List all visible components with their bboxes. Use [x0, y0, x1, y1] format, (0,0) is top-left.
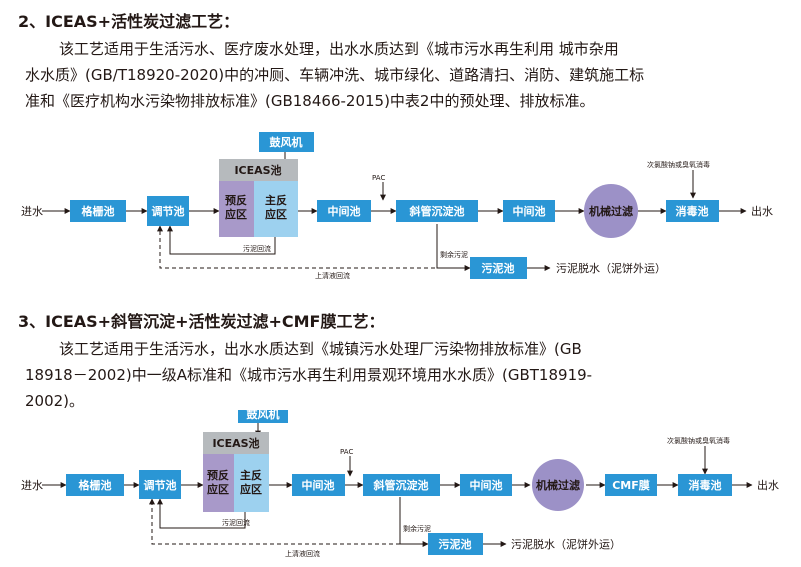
- arrow-sludge-return: [157, 498, 246, 529]
- box-settling: [396, 200, 478, 222]
- box-intermediate-1: [292, 474, 345, 496]
- box-pre-reaction-line-2: 应区: [225, 207, 247, 221]
- arrow-supernatant-return: [149, 498, 428, 545]
- arrow-residual-sludge: [399, 497, 429, 547]
- box-disinfection-label: 消毒池: [676, 204, 709, 218]
- box-intermediate-1-label: 中间池: [328, 204, 361, 218]
- circle-mechanical-filter: [584, 184, 638, 238]
- box-intermediate-2: [460, 474, 512, 496]
- label-supernatant-return: 上清液回流: [315, 271, 350, 280]
- label-pac: PAC: [340, 448, 353, 456]
- label-disinfectant: 次氯酸钠或臭氧消毒: [647, 160, 710, 169]
- box-blower-label: 鼓风机: [247, 410, 280, 421]
- box-intermediate-2-label: 中间池: [513, 204, 546, 218]
- box-regulating-label: 调节池: [152, 204, 185, 218]
- box-iceas-label: ICEAS池: [234, 163, 281, 177]
- box-settling-label: 斜管沉淀池: [373, 478, 429, 492]
- section-2-description: 该工艺适用于生活污水、医疗废水处理，出水水质达到《城市污水再生利用 城市杂用 水…: [25, 36, 795, 114]
- label-inlet: 进水: [21, 205, 43, 218]
- box-grille-label: 格栅池: [79, 478, 112, 492]
- box-main-reaction-line-1: 主反: [240, 468, 262, 482]
- box-intermediate-1: [317, 200, 371, 222]
- label-residual-sludge: 剩余污泥: [403, 524, 431, 533]
- box-disinfection: [666, 200, 719, 222]
- box-blower: [259, 132, 314, 152]
- label-dewatering: 污泥脱水（泥饼外运）: [556, 261, 666, 275]
- box-iceas-label: ICEAS池: [212, 436, 259, 450]
- box-intermediate-2-label: 中间池: [470, 478, 503, 492]
- box-cmf: [605, 474, 657, 496]
- label-sludge-return: 污泥回流: [222, 518, 250, 527]
- box-main-reaction-line-2: 应区: [265, 207, 287, 221]
- label-outlet: 出水: [751, 204, 773, 218]
- label-residual-sludge: 剩余污泥: [440, 250, 468, 259]
- label-outlet: 出水: [757, 478, 779, 492]
- box-disinfection-label: 消毒池: [689, 478, 722, 492]
- box-sludge: [470, 257, 527, 279]
- section-2-line-3: 准和《医疗机构水污染物排放标准》(GB18466-2015)中表2中的预处理、排…: [25, 92, 595, 110]
- section-3-line-2: 18918－2002)中一级A标准和《城市污水再生利用景观环境用水水质》(GBT…: [25, 366, 593, 384]
- box-intermediate-1-label: 中间池: [302, 478, 335, 492]
- box-disinfection: [678, 474, 732, 496]
- box-sludge: [428, 533, 483, 555]
- box-pre-reaction: [219, 181, 254, 237]
- box-pre-reaction-line-1: 预反: [225, 193, 247, 207]
- section-3-line-1: 该工艺适用于生活污水，出水水质达到《城镇污水处理厂污染物排放标准》(GB: [59, 340, 582, 358]
- box-main-reaction: [234, 454, 269, 512]
- arrow-supernatant-return: [157, 225, 470, 269]
- section-3-process-diagram: 格栅池 调节池 ICEAS池 预反 应区 主反 应区 鼓风机 中间池 斜管沉淀池…: [21, 410, 779, 558]
- section-2-line-2: 水水质》(GB/T18920-2020)中的冲厕、车辆冲洗、城市绿化、道路清扫、…: [25, 66, 645, 84]
- box-grille: [66, 474, 124, 496]
- section-2-heading: 2、ICEAS+活性炭过滤工艺：: [18, 12, 240, 31]
- label-pac: PAC: [372, 174, 385, 182]
- section-3-heading: 3、ICEAS+斜管沉淀+活性炭过滤+CMF膜工艺：: [18, 312, 385, 331]
- box-blower: [238, 410, 288, 423]
- box-pre-reaction-line-1: 预反: [207, 468, 229, 482]
- box-grille: [70, 200, 126, 222]
- box-pre-reaction-line-2: 应区: [207, 482, 229, 496]
- box-blower-label: 鼓风机: [270, 135, 303, 149]
- section-2-process-diagram: 格栅池 调节池 ICEAS池 预反 应区 主反 应区 鼓风机 中间池 斜管沉淀池…: [21, 132, 773, 280]
- box-pre-reaction: [203, 454, 234, 512]
- box-regulating-label: 调节池: [144, 478, 177, 492]
- box-main-reaction-line-1: 主反: [265, 193, 287, 207]
- label-dewatering: 污泥脱水（泥饼外运）: [511, 537, 621, 551]
- box-settling: [363, 474, 440, 496]
- box-sludge-label: 污泥池: [439, 537, 472, 551]
- label-inlet: 进水: [21, 479, 43, 492]
- box-grille-label: 格栅池: [82, 204, 115, 218]
- section-3-description: 该工艺适用于生活污水，出水水质达到《城镇污水处理厂污染物排放标准》(GB 189…: [25, 336, 795, 414]
- box-regulating: [139, 470, 181, 499]
- circle-mechanical-filter: [532, 459, 584, 511]
- box-cmf-label: CMF膜: [612, 478, 650, 492]
- arrow-sludge-return: [167, 225, 276, 255]
- circle-mechanical-filter-label: 机械过滤: [589, 204, 633, 218]
- box-settling-label: 斜管沉淀池: [409, 204, 465, 218]
- label-disinfectant: 次氯酸钠或臭氧消毒: [667, 436, 730, 445]
- arrow-residual-sludge: [436, 224, 471, 271]
- box-sludge-label: 污泥池: [482, 261, 515, 275]
- box-regulating: [147, 196, 189, 226]
- circle-mechanical-filter-label: 机械过滤: [536, 478, 580, 492]
- box-iceas-header: [203, 432, 269, 454]
- section-3-line-3: 2002)。: [25, 392, 85, 410]
- label-supernatant-return: 上清液回流: [285, 549, 320, 558]
- section-2-line-1: 该工艺适用于生活污水、医疗废水处理，出水水质达到《城市污水再生利用 城市杂用: [59, 40, 619, 58]
- box-main-reaction: [254, 181, 298, 237]
- box-main-reaction-line-2: 应区: [240, 482, 262, 496]
- label-sludge-return: 污泥回流: [243, 244, 271, 253]
- box-intermediate-2: [503, 200, 555, 222]
- box-iceas-header: [219, 159, 298, 181]
